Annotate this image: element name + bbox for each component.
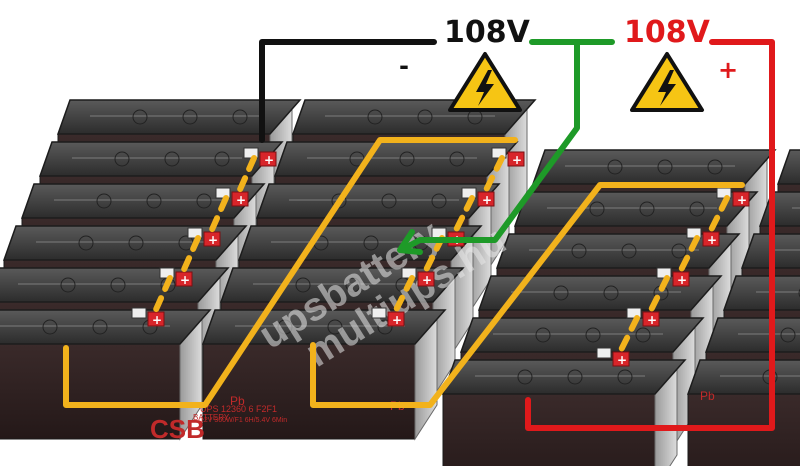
terminal-plus-mark: +: [422, 273, 432, 287]
series-link: [151, 275, 173, 317]
battery-brand-label: CSB: [150, 414, 205, 444]
series-link: [676, 235, 700, 277]
terminal-pair: +: [716, 187, 750, 207]
terminal-pair: +: [371, 307, 405, 327]
voltage-header: 108V 108V - +: [399, 15, 738, 112]
series-link: [179, 235, 201, 277]
terminal-plus-mark: +: [512, 153, 522, 167]
terminal-plus-mark: +: [737, 193, 747, 207]
terminal-pair: +: [596, 347, 630, 367]
series-link: [207, 195, 229, 237]
terminal-plus-mark: +: [482, 193, 492, 207]
terminal-plus-mark: +: [208, 233, 218, 247]
terminal-pair: +: [131, 307, 165, 327]
terminal-plus-mark: +: [236, 193, 246, 207]
series-link: [391, 275, 415, 317]
pb-mark: Pb: [230, 394, 245, 408]
battery-model-label: UPS 12360 6 F2F1: [200, 404, 277, 414]
terminal-pair: +: [461, 187, 495, 207]
cross-link-2: [310, 182, 745, 408]
center-tap-arrow: [397, 229, 423, 255]
cross-link-1: [63, 137, 518, 408]
series-link: [481, 155, 505, 197]
terminal-plus-mark: +: [617, 353, 627, 367]
positive-sign: +: [718, 56, 738, 84]
terminal-pair: +: [686, 227, 720, 247]
battery-spec-label: 12V 360W/F1 6H/5.4V 6Min: [200, 417, 287, 424]
terminal-plus-mark: +: [264, 153, 274, 167]
series-link: [421, 235, 445, 277]
main-wires: [63, 39, 775, 431]
terminal-plus-mark: +: [152, 313, 162, 327]
positive-lead: [525, 39, 775, 431]
terminal-plus-mark: +: [392, 313, 402, 327]
center-tap-lead: [402, 39, 615, 251]
terminal-plus-mark: +: [707, 233, 717, 247]
series-link: [646, 275, 670, 317]
high-voltage-warning-icon: [630, 52, 704, 112]
series-link: [706, 195, 730, 237]
terminal-pair: +: [656, 267, 690, 287]
pb-mark-3: Pb: [700, 389, 715, 403]
terminal-pair: +: [187, 227, 221, 247]
voltage-right-label: 108V: [624, 15, 711, 50]
battery-note-label: BATTERY: [193, 413, 230, 422]
battery-labels: CSB BATTERY UPS 12360 6 F2F1 12V 360W/F1…: [150, 389, 715, 444]
negative-sign: -: [399, 52, 409, 80]
series-link: [451, 195, 475, 237]
series-link: [235, 155, 257, 197]
series-links: [151, 155, 730, 357]
series-link: [616, 315, 640, 357]
terminal-pair: +: [243, 147, 277, 167]
terminal-pair: +: [626, 307, 660, 327]
terminal-plus-mark: +: [677, 273, 687, 287]
battery: [441, 359, 687, 466]
voltage-left-label: 108V: [444, 15, 531, 50]
high-voltage-warning-icon: [448, 52, 522, 112]
battery-terminals: +++++++++++++++: [131, 147, 750, 367]
terminal-pair: +: [491, 147, 525, 167]
terminal-pair: +: [159, 267, 193, 287]
negative-lead: [259, 39, 437, 143]
terminal-plus-mark: +: [180, 273, 190, 287]
battery: [686, 359, 800, 466]
terminal-pair: +: [401, 267, 435, 287]
terminal-plus-mark: +: [647, 313, 657, 327]
terminal-pair: +: [215, 187, 249, 207]
